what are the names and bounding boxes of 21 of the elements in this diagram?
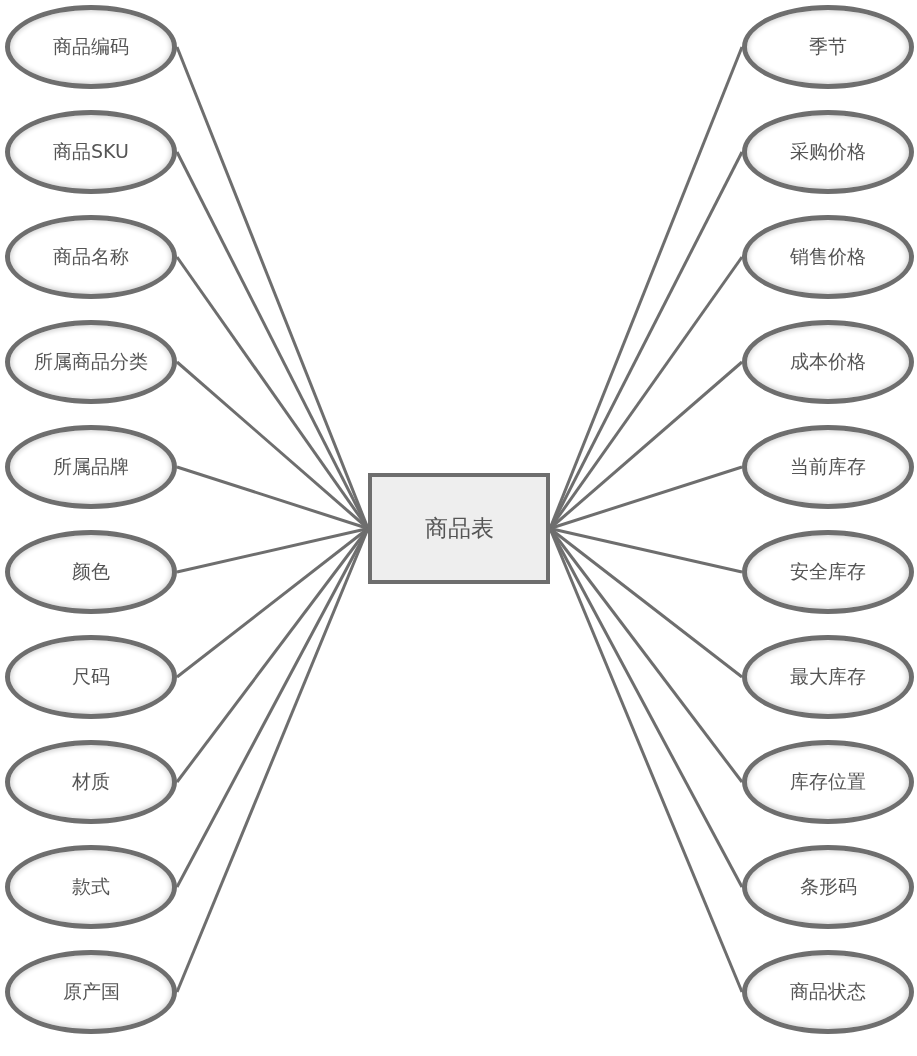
attribute-ellipse: 当前库存 (742, 425, 914, 509)
attribute-ellipse: 安全库存 (742, 530, 914, 614)
attribute-ellipse: 商品编码 (5, 5, 177, 89)
attribute-ellipse: 销售价格 (742, 215, 914, 299)
attribute-ellipse: 季节 (742, 5, 914, 89)
entity-box: 商品表 (368, 473, 550, 584)
attribute-ellipse: 商品SKU (5, 110, 177, 194)
attribute-ellipse: 商品状态 (742, 950, 914, 1034)
attribute-ellipse: 材质 (5, 740, 177, 824)
attribute-ellipse: 条形码 (742, 845, 914, 929)
attribute-ellipse: 商品名称 (5, 215, 177, 299)
attribute-ellipse: 所属商品分类 (5, 320, 177, 404)
attribute-ellipse: 库存位置 (742, 740, 914, 824)
attribute-ellipse: 最大库存 (742, 635, 914, 719)
attribute-ellipse: 款式 (5, 845, 177, 929)
attribute-ellipse: 原产国 (5, 950, 177, 1034)
attribute-ellipse: 尺码 (5, 635, 177, 719)
attribute-ellipse: 采购价格 (742, 110, 914, 194)
attribute-ellipse: 颜色 (5, 530, 177, 614)
attribute-ellipse: 所属品牌 (5, 425, 177, 509)
attribute-ellipse: 成本价格 (742, 320, 914, 404)
